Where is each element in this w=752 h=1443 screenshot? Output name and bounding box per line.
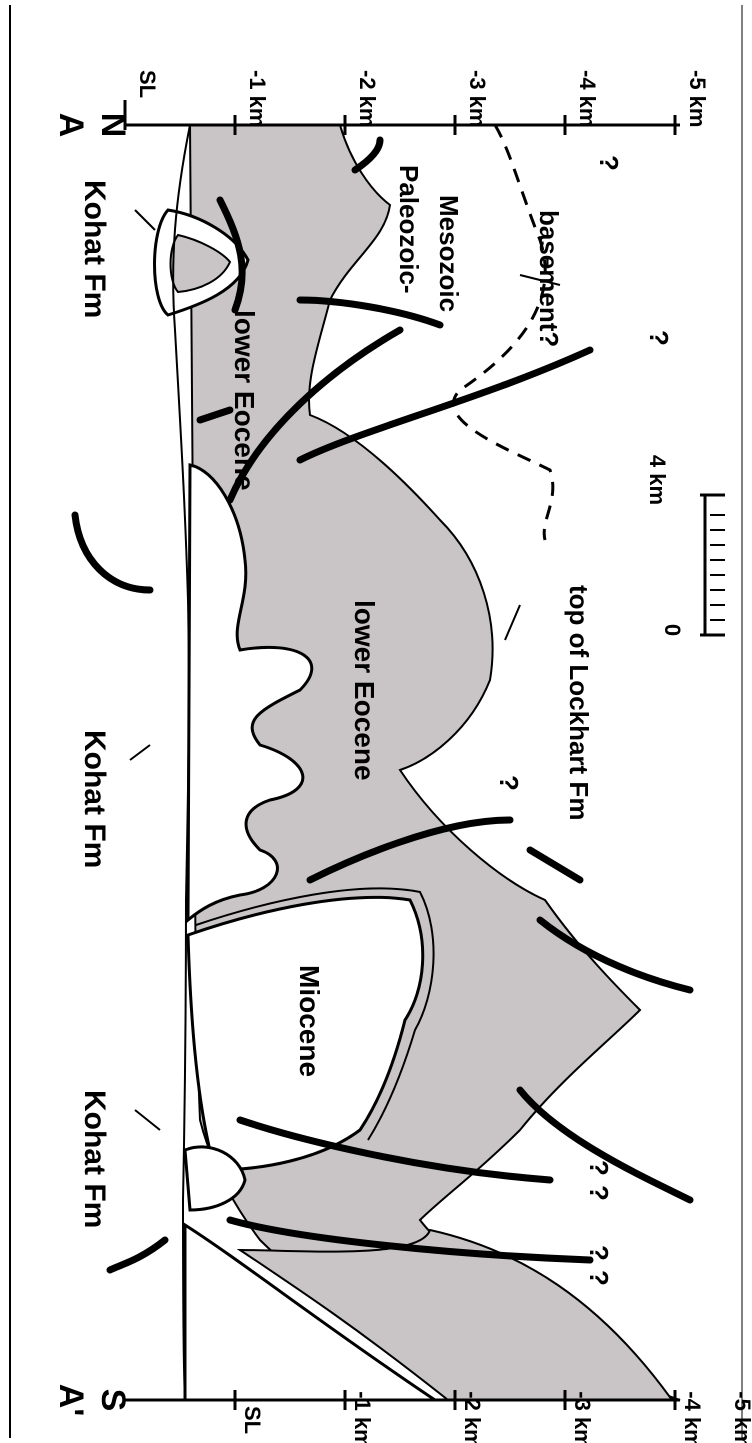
- south-tick-label: -3 km: [570, 1391, 595, 1443]
- ground-surface: [173, 125, 190, 1400]
- scale-bar-end: 4 km: [645, 455, 670, 505]
- fault: [75, 515, 150, 590]
- fault: [520, 1090, 690, 1200]
- south-tick-label: SL: [240, 1406, 265, 1434]
- question-mark: ?: [584, 1185, 614, 1201]
- south-tick-label: -4 km: [680, 1391, 705, 1443]
- fault: [355, 140, 380, 170]
- end-b-direction: S: [94, 1389, 132, 1412]
- miocene-label: Miocene: [294, 965, 325, 1077]
- north-tick-label: -1 km: [245, 70, 270, 127]
- south-tick-label: -1 km: [350, 1391, 375, 1443]
- north-tick-label: -3 km: [465, 70, 490, 127]
- paleozoic-label: Paleozoic-: [394, 165, 424, 294]
- fault: [110, 1240, 165, 1270]
- kohat-south-label: Kohat Fm: [78, 1090, 111, 1228]
- question-mark: ?: [594, 155, 624, 171]
- south-tick-label: -5 km: [730, 1391, 752, 1443]
- north-tick-label: -5 km: [685, 70, 710, 127]
- end-a-letter: A: [52, 113, 90, 138]
- fault: [530, 850, 580, 880]
- mesozoic-label: Mesozoic: [434, 195, 464, 312]
- question-mark: ?: [584, 1245, 614, 1261]
- lower-eocene-middle-label: lower Eocene: [349, 600, 380, 781]
- end-b-letter: A': [52, 1384, 90, 1417]
- end-a-direction: N: [94, 113, 132, 138]
- lower-eocene-north-label: lower Eocene: [229, 310, 260, 491]
- leader-line: [135, 210, 155, 230]
- lockhart-label: top of Lockhart Fm: [564, 585, 594, 820]
- leader-line: [505, 605, 520, 640]
- leader-line: [130, 745, 150, 760]
- scale-bar-start: 0: [660, 624, 685, 636]
- scale-bar: [700, 495, 725, 635]
- question-mark: ?: [584, 1160, 614, 1176]
- leader-line: [135, 1110, 160, 1130]
- south-tick-label: -2 km: [460, 1391, 485, 1443]
- north-tick-label: -4 km: [575, 70, 600, 127]
- question-mark: ?: [644, 330, 674, 346]
- kohat-north-label: Kohat Fm: [78, 180, 111, 318]
- question-mark: ?: [494, 775, 524, 791]
- north-tick-label: -2 km: [355, 70, 380, 127]
- kohat-middle-label: Kohat Fm: [78, 730, 111, 868]
- question-mark: ?: [584, 1270, 614, 1286]
- north-tick-label: SL: [135, 70, 160, 98]
